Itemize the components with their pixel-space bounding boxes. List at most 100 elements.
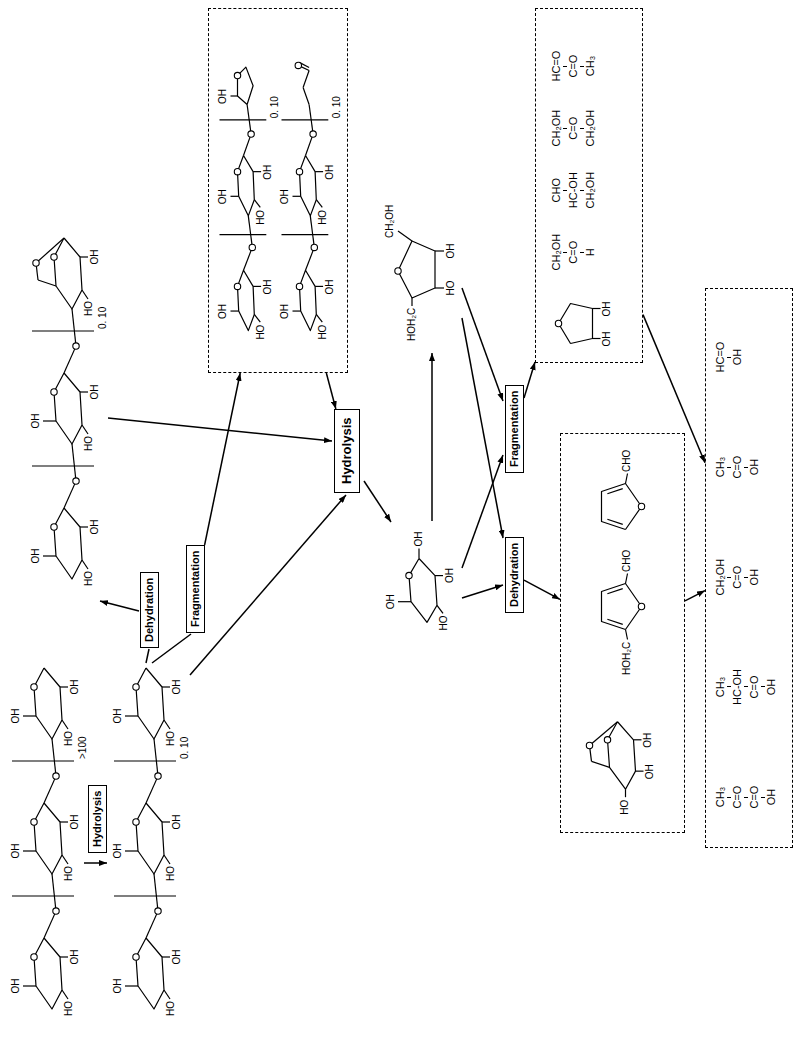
bond-line — [727, 357, 731, 358]
formula-text: C=O — [748, 669, 761, 705]
atom-label: OH — [601, 302, 613, 317]
atom-label: OH — [279, 189, 291, 204]
oxygen-atom — [296, 168, 302, 174]
flow-arrow — [524, 580, 560, 599]
reaction-arrow — [190, 495, 346, 675]
oxygen-atom — [234, 283, 240, 289]
formula-text: HC-OH — [567, 172, 580, 209]
step-label: Dehydration — [143, 578, 155, 642]
oxygen-atom — [234, 168, 240, 174]
formula-text: CHO — [550, 172, 563, 209]
bond-line — [60, 821, 68, 822]
atom-label: OH — [69, 680, 81, 695]
formula-text: C=O — [731, 456, 744, 479]
bond-line — [293, 196, 301, 197]
ring-bond — [54, 373, 82, 444]
bond-line — [761, 797, 765, 798]
oxygen-atom — [586, 742, 592, 748]
bond-line — [625, 789, 626, 797]
atom-label: OH — [89, 385, 101, 400]
bond-line — [315, 286, 323, 287]
bond-line — [125, 985, 138, 986]
formula-text: CH₃ — [584, 51, 597, 82]
bond-line — [247, 105, 251, 135]
reaction-arrow — [100, 601, 139, 611]
atom-label: OH — [262, 279, 274, 294]
atom-label: HO — [83, 436, 95, 451]
bond-line — [253, 171, 261, 172]
flow-arrow — [685, 591, 705, 601]
chem-formula: CH₂OHC=OH — [550, 234, 597, 271]
atom-label: OH — [30, 414, 42, 429]
formula-text: HC=O — [714, 342, 727, 373]
atom-label: HO — [63, 731, 75, 746]
formula-text: CH₃ — [714, 456, 727, 479]
formula-text: CH₃ — [714, 669, 727, 705]
atom-label: OH — [217, 304, 229, 319]
bond-line — [580, 128, 584, 129]
oxygen-atom — [248, 131, 254, 137]
ring-bond — [54, 508, 82, 579]
formula-text: CH₂OH — [584, 172, 597, 209]
ring-bond — [136, 803, 164, 874]
atom-label: OH — [217, 189, 229, 204]
bond-line — [146, 776, 158, 803]
bond-line — [44, 776, 56, 803]
atom-label: HO — [317, 325, 329, 340]
bond-line — [398, 231, 412, 241]
atom-label: 0. 10 — [179, 737, 191, 759]
oxygen-atom — [295, 62, 301, 68]
atom-label: HO — [165, 866, 177, 881]
atom-label: OH — [171, 950, 183, 965]
ring-bond — [602, 584, 642, 630]
atom-label: OH — [444, 568, 456, 583]
formula-text: C=O — [567, 51, 580, 82]
bond-line — [82, 425, 88, 434]
bracket — [114, 760, 176, 761]
bond-line — [744, 577, 748, 578]
ring-bond — [409, 559, 437, 623]
bond-line — [80, 526, 88, 527]
bond-line — [60, 686, 68, 687]
process-box: Fragmentation — [186, 545, 205, 633]
step-label: Hydrolysis — [91, 791, 103, 847]
atom-label: OH — [10, 844, 22, 859]
bond-line — [72, 444, 76, 481]
bond-line — [607, 619, 622, 624]
bond-line — [125, 715, 138, 716]
bond-line — [580, 190, 584, 191]
ring-bond — [300, 270, 317, 330]
bond-line — [592, 761, 610, 767]
flow-arrow — [643, 315, 705, 463]
bond-line — [62, 720, 68, 729]
bond-line — [435, 287, 444, 288]
bond-line — [727, 577, 731, 578]
atom-label: OH — [30, 549, 42, 564]
bracket — [282, 234, 329, 235]
bond-line — [62, 990, 68, 999]
bond-line — [164, 990, 170, 999]
reaction-arrow — [364, 481, 391, 522]
bond-line — [563, 252, 567, 253]
formula-text: CH₃ — [714, 786, 727, 809]
bracket — [32, 330, 94, 331]
atom-label: HO — [165, 1001, 177, 1016]
oxygen-atom — [31, 684, 37, 690]
atom-label: OH — [89, 520, 101, 535]
oxygen-atom — [73, 478, 79, 484]
bond-line — [398, 601, 411, 602]
bond-line — [253, 286, 261, 287]
bond-line — [418, 549, 419, 559]
reaction-arrow — [84, 862, 107, 864]
bond-line — [231, 196, 239, 197]
formula-text: C=O — [567, 234, 580, 271]
bond-line — [310, 216, 314, 248]
product-group: OHHOOHOHHOOH0. 10OHOHHOOHOHHOOH0. 10 — [208, 8, 348, 373]
atom-label: HOH₂C — [621, 642, 633, 675]
atom-label: OH — [112, 844, 124, 859]
bond-line — [293, 310, 301, 311]
oxygen-atom — [33, 260, 39, 266]
oxygen-atom — [155, 773, 161, 779]
chem-formula: CHO HC-OH CH₂OH — [550, 172, 597, 209]
